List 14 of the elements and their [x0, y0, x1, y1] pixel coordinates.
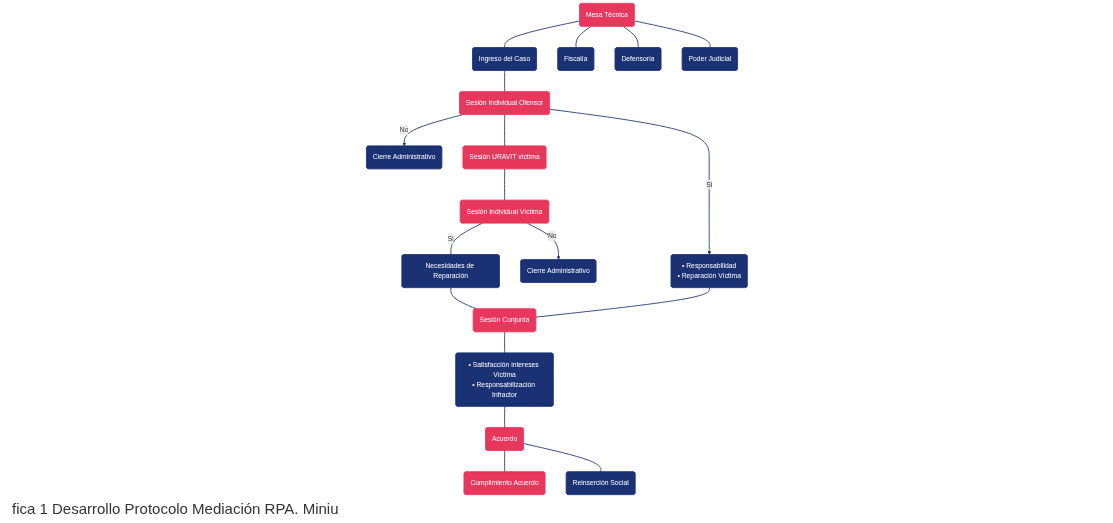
connector [633, 20, 711, 49]
connector [503, 20, 580, 49]
connector [503, 406, 505, 429]
connector [503, 70, 505, 93]
connector [535, 287, 710, 318]
connector [522, 443, 601, 473]
connector [622, 26, 639, 49]
connector [503, 331, 505, 354]
caption: fica 1 Desarrollo Protocolo Mediación RPA. Miniu [11, 499, 340, 519]
connector [450, 222, 483, 256]
connector [503, 168, 505, 201]
connector [503, 114, 505, 147]
connector [575, 26, 592, 49]
connector [503, 450, 505, 473]
